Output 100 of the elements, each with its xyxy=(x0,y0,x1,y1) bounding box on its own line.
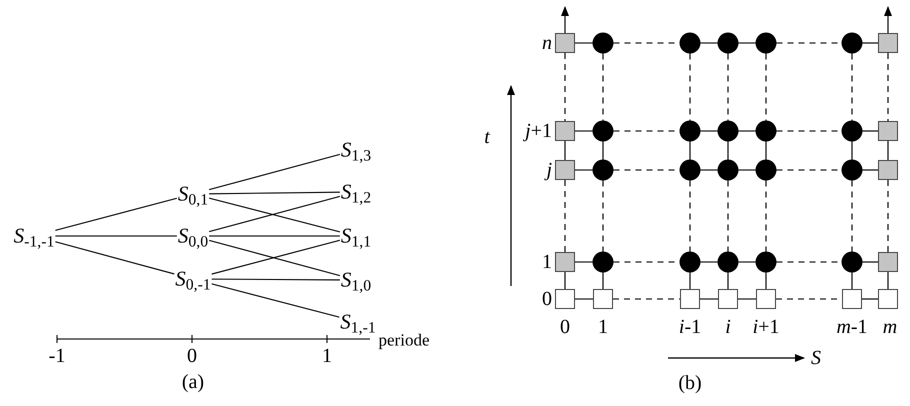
state-label: S$_{1,2}$ xyxy=(340,182,372,202)
connector-line xyxy=(602,272,604,289)
connector-line xyxy=(765,142,767,160)
connector-line xyxy=(613,298,680,300)
connector-line xyxy=(700,169,718,171)
connector-line xyxy=(851,180,853,252)
grid-point xyxy=(592,120,614,142)
state-label: S$_{1,-1}$ xyxy=(339,312,377,332)
boundary-square xyxy=(878,289,898,309)
state-label: S$_{0,-1}$ xyxy=(174,268,212,290)
connector-line xyxy=(887,141,889,160)
boundary-square xyxy=(555,252,575,272)
connector-line xyxy=(564,272,566,289)
axis-tick-label: 1 xyxy=(542,252,552,272)
axis-tick-label: m xyxy=(882,317,898,337)
panel-label: (a) xyxy=(182,372,204,392)
boundary-square xyxy=(878,160,898,180)
axis-tick-label: n xyxy=(542,33,552,53)
grid-point xyxy=(842,32,862,54)
state-label: S$_{0,0}$ xyxy=(176,226,210,246)
axis-label: periode xyxy=(378,332,430,348)
connector-line xyxy=(602,142,604,160)
grid-point xyxy=(718,120,738,142)
grid-point xyxy=(756,120,776,142)
state-label: S$_{0,1}$ xyxy=(176,184,210,204)
grid-point xyxy=(718,160,738,180)
connector-line xyxy=(738,42,756,44)
boundary-square xyxy=(555,289,575,309)
connector-line xyxy=(887,272,889,289)
grid-point xyxy=(680,160,700,180)
connector-line xyxy=(55,241,174,274)
boundary-square xyxy=(878,121,898,141)
grid-point xyxy=(756,252,776,272)
grid-point xyxy=(592,32,614,54)
connector-line xyxy=(602,54,604,120)
grid-point xyxy=(592,252,614,272)
axis-tick-label: i+1 xyxy=(752,317,780,337)
connector-line xyxy=(700,298,718,300)
arrow xyxy=(561,6,569,33)
grid-point xyxy=(680,32,700,54)
connector-line xyxy=(575,130,592,132)
boundary-square xyxy=(555,160,575,180)
boundary-square xyxy=(555,121,575,141)
connector-line xyxy=(55,235,177,237)
connector-line xyxy=(209,192,340,194)
boundary-square xyxy=(680,289,700,309)
arrow xyxy=(884,6,892,33)
connector-line xyxy=(862,261,878,263)
connector-line xyxy=(727,272,729,289)
panel-label: (b) xyxy=(678,373,702,393)
state-label: S$_{1,0}$ xyxy=(340,270,372,290)
grid-point xyxy=(842,160,862,180)
axis-label: t xyxy=(484,127,490,147)
connector-line xyxy=(700,130,718,132)
connector-line xyxy=(564,53,566,121)
connector-line xyxy=(765,272,767,289)
connector-line xyxy=(689,272,691,289)
grid-point xyxy=(718,252,738,272)
connector-line xyxy=(212,283,340,318)
connector-line xyxy=(887,180,889,252)
axis-tick-label: j xyxy=(546,160,552,180)
grid-point xyxy=(756,160,776,180)
state-label: S$_{1,1}$ xyxy=(340,226,372,246)
axis-tick-label: 0 xyxy=(542,289,552,309)
connector-line xyxy=(212,278,340,280)
connector-line xyxy=(727,180,729,252)
axis-tick-label: 1 xyxy=(598,317,608,337)
connector-line xyxy=(208,154,340,190)
connector-line xyxy=(564,141,566,160)
axis-tick-label: m-1 xyxy=(836,317,868,337)
connector-line xyxy=(727,54,729,120)
grid-point xyxy=(680,252,700,272)
connector-line xyxy=(851,54,853,120)
boundary-square xyxy=(593,289,613,309)
grid-point xyxy=(718,32,738,54)
connector-line xyxy=(575,169,592,171)
axis-tick-label: j+1 xyxy=(525,121,552,141)
axis-tick-label: 0 xyxy=(560,317,570,337)
connector-line xyxy=(209,235,340,237)
connector-line xyxy=(689,142,691,160)
axis-tick-label: -1 xyxy=(48,346,66,366)
grid-point xyxy=(842,120,862,142)
connector-line xyxy=(862,298,878,300)
connector-line xyxy=(738,130,756,132)
boundary-square xyxy=(878,252,898,272)
connector-line xyxy=(738,261,756,263)
grid-point xyxy=(592,160,614,180)
connector-line xyxy=(55,198,178,231)
connector-line xyxy=(887,53,889,121)
boundary-square xyxy=(878,33,898,53)
connector-line xyxy=(862,169,878,171)
connector-line xyxy=(765,54,767,120)
connector-line xyxy=(575,261,592,263)
connector-line xyxy=(851,272,853,289)
connector-line xyxy=(689,180,691,252)
connector-line xyxy=(851,142,853,160)
boundary-square xyxy=(756,289,776,309)
connector-line xyxy=(689,54,691,120)
axis-tick-label: 1 xyxy=(322,346,332,366)
connector-line xyxy=(862,42,878,44)
